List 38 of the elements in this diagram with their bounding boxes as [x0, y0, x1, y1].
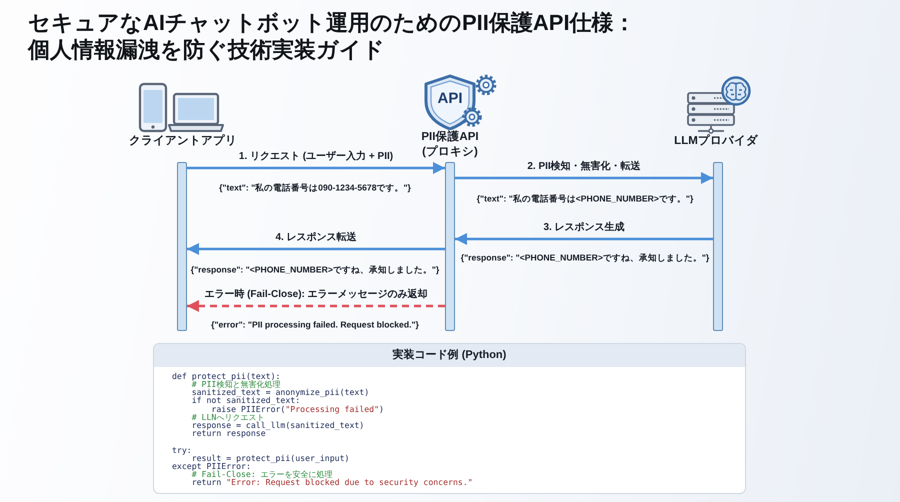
- arrow: [455, 233, 713, 245]
- payload-text: {"response": "<PHONE_NUMBER>ですね、承知しました。"}: [460, 252, 710, 264]
- code-line: if not sanitized_text:: [192, 396, 300, 405]
- dashed-arrow: [187, 300, 445, 312]
- edge-label: 3. レスポンス生成: [543, 222, 625, 234]
- edge-label: 2. PII検知・無害化・転送: [527, 161, 641, 173]
- payload-text: {"error": "PII processing failed. Request blocked."}: [211, 320, 419, 330]
- edge-label: 4. レスポンス転送: [275, 232, 357, 244]
- edge-label: エラー時 (Fail-Close): エラーメッセージのみ返却: [204, 289, 428, 301]
- code-line: # PII検知と無害化処理: [192, 380, 280, 388]
- code-line: response = call_llm(sanitized_text): [192, 420, 364, 430]
- payload-text: {"text": "私の電話番号は<PHONE_NUMBER>です。"}: [476, 194, 694, 204]
- participant-label: PII保護API (プロキシ): [420, 130, 480, 160]
- arrow: [187, 243, 445, 255]
- panel-header: 実装コード例 (Python): [154, 344, 745, 367]
- lifeline-bar: [177, 162, 187, 331]
- code-line: result = protect_pii(user_input): [192, 454, 350, 462]
- code-line: except PIIError:: [172, 462, 251, 470]
- payload-text: {"response": "<PHONE_NUMBER>ですね、承知しました。"}: [190, 264, 440, 276]
- title: セキュアなAIチャットボット運用のためのPII保護API仕様：個人情報漏洩を防ぐ技術実装ガイド: [28, 9, 637, 63]
- icon-text: API: [438, 91, 462, 107]
- payload-text: {"text": "私の電話番号は090-1234-5678です。"}: [219, 182, 411, 194]
- code-line: try:: [172, 446, 192, 454]
- code-line: return "Error: Request blocked due to security concerns.": [192, 478, 473, 486]
- arrow: [187, 162, 445, 174]
- arrow: [455, 172, 713, 184]
- code-line: return response: [192, 429, 266, 438]
- participant-label: クライアントアプリ: [129, 134, 237, 149]
- code-line: sanitized_text = anonymize_pii(text): [192, 388, 370, 396]
- code-line: def protect_pii(text):: [172, 372, 280, 380]
- code-line: raise PIIError("Processing failed"): [211, 404, 384, 413]
- code-line: # LLNへリクエスト: [192, 412, 264, 421]
- edge-label: 1. リクエスト (ユーザー入力 + PII): [238, 151, 394, 163]
- code-line: # Fail-Close: エラーを安全に処理: [192, 470, 333, 478]
- code-panel: [153, 343, 746, 494]
- lifeline-bar: [713, 162, 723, 331]
- participant-label: LLMプロバイダ: [674, 134, 758, 149]
- lifeline-bar: [445, 162, 455, 331]
